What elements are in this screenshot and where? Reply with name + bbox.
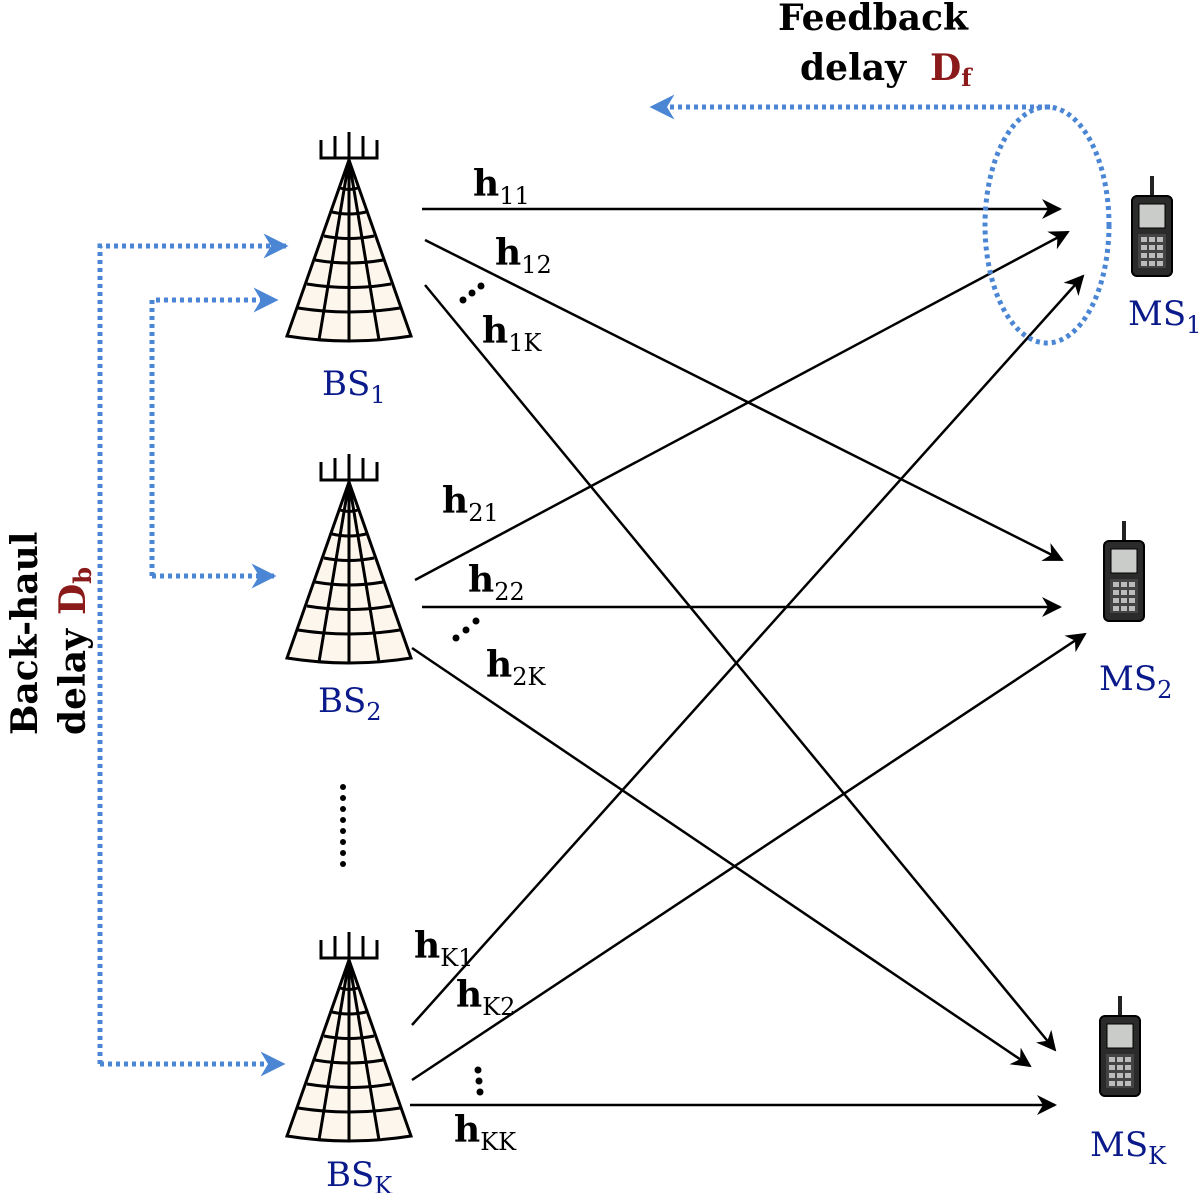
backhaul-arrow-bs1-second	[149, 287, 279, 576]
backhaul-line2: delay	[52, 628, 94, 735]
channel-label-h21-main: h	[442, 480, 468, 522]
backhaul-arrow-bs1	[97, 233, 289, 1064]
channel-arrows	[410, 199, 1087, 1115]
channel-label-h12-subscript: 12	[521, 251, 552, 279]
channel-label-h12-main: h	[495, 232, 521, 274]
delay-paths	[97, 94, 1112, 1077]
backhaul-label-2: delay Db	[52, 567, 97, 735]
backhaul-symbol: Db	[52, 567, 97, 615]
feedback-symbol: Df	[930, 47, 973, 92]
channel-label-h1k: h1K	[482, 310, 542, 357]
base-station-label-2: BS2	[318, 681, 382, 726]
channel-label-hk2: hK2	[456, 974, 515, 1021]
base-station-label-1-subscript: 1	[370, 381, 385, 409]
feedback-ellipse	[982, 104, 1112, 346]
mobile-station-label-2-main: MS	[1099, 659, 1157, 699]
channel-label-hkk: hKK	[454, 1109, 517, 1156]
channel-label-h2k: h2K	[486, 644, 546, 691]
base-station-label-1-main: BS	[322, 364, 370, 404]
channel-arrow-hk1	[411, 274, 1085, 1026]
channel-label-h11-subscript: 11	[499, 182, 530, 210]
base-station-label-1: BS1	[322, 364, 386, 409]
ellipsis-dots	[340, 282, 485, 1096]
mobile-station-1-icon	[1131, 175, 1173, 277]
channel-arrow-h2k	[411, 646, 1032, 1068]
channel-label-hkk-main: h	[454, 1109, 480, 1151]
channel-label-h1k-main: h	[482, 310, 508, 352]
base-station-2-icon	[285, 452, 413, 666]
mobile-station-label-k-main: MS	[1090, 1125, 1148, 1165]
mobile-station-label-2: MS2	[1099, 659, 1172, 704]
backhaul-label: Back-haul	[4, 532, 46, 735]
channel-arrow-h1k	[424, 284, 1057, 1052]
base-station-k-icon	[285, 930, 413, 1144]
channel-label-h2k-main: h	[486, 644, 512, 686]
channel-label-hk2-subscript: K2	[482, 993, 515, 1021]
base-station-1-icon	[285, 130, 413, 344]
base-station-label-k-subscript: K	[374, 1172, 393, 1193]
channel-label-h1k-subscript: 1K	[508, 329, 542, 357]
base-station-label-2-subscript: 2	[366, 698, 381, 726]
channel-arrow-h21	[414, 230, 1070, 582]
mobile-station-label-k: MSK	[1090, 1125, 1167, 1170]
channel-label-hk2-main: h	[456, 974, 482, 1016]
mobile-station-label-1-subscript: 1	[1186, 311, 1200, 339]
mobile-station-label-1-main: MS	[1128, 294, 1186, 334]
feedback-line2: delay	[800, 47, 907, 89]
channel-arrow-h12	[424, 238, 1064, 562]
channel-label-h2k-subscript: 2K	[512, 663, 546, 691]
mobile-station-2-icon	[1103, 520, 1145, 622]
mobile-station-label-k-subscript: K	[1148, 1142, 1167, 1170]
channel-label-hk1: hK1	[414, 925, 473, 972]
channel-label-h21: h21	[442, 480, 499, 527]
mobile-station-label-1: MS1	[1128, 294, 1200, 339]
mobile-station-k-icon	[1099, 995, 1141, 1097]
channel-label-h21-subscript: 21	[468, 499, 499, 527]
channel-label-h11: h11	[473, 163, 530, 210]
channel-label-h12: h12	[495, 232, 552, 279]
base-station-label-2-main: BS	[318, 681, 366, 721]
channel-label-h11-main: h	[473, 163, 499, 205]
channel-label-h22-main: h	[468, 559, 494, 601]
channel-label-hk1-subscript: K1	[440, 944, 473, 972]
backhaul-line1: Back-haul	[4, 532, 46, 735]
channel-label-hkk-subscript: KK	[480, 1128, 517, 1156]
channel-arrow-hk2	[411, 632, 1087, 1082]
channel-label-hk1-main: h	[414, 925, 440, 967]
base-station-label-k: BSK	[326, 1155, 393, 1193]
mobile-station-label-2-subscript: 2	[1157, 676, 1172, 704]
base-station-label-k-main: BS	[326, 1155, 374, 1193]
feedback-line1: Feedback	[778, 0, 969, 39]
channel-label-h22: h22	[468, 559, 525, 606]
channel-label-h22-subscript: 22	[494, 578, 525, 606]
